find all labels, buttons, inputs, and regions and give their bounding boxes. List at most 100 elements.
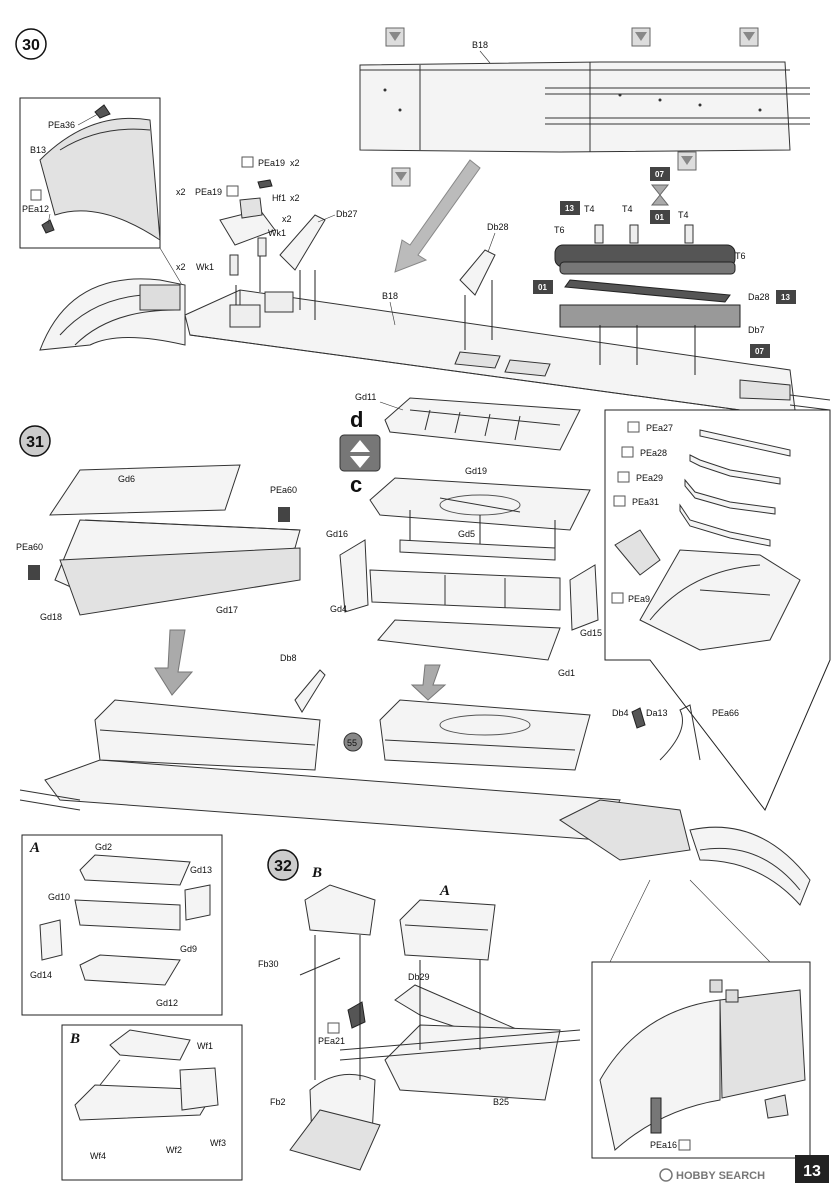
label-x2-d: x2 <box>282 214 292 224</box>
turn-over-icon <box>385 27 759 187</box>
label-pea66: PEa66 <box>712 708 739 718</box>
label-pea60-a: PEa60 <box>270 485 297 495</box>
label-t6-b: T6 <box>735 251 746 261</box>
label-wf3: Wf3 <box>210 1138 226 1148</box>
chassis-frame-b18-top <box>359 61 810 153</box>
step-31: 31 <box>19 425 51 457</box>
label-gd2: Gd2 <box>95 842 112 852</box>
detail-inset-fender-bottom <box>591 879 811 1159</box>
label-pea19-b: PEa19 <box>195 187 222 197</box>
label-db8: Db8 <box>280 653 297 663</box>
label-db7: Db7 <box>748 325 765 335</box>
page-number: 13 <box>803 1163 821 1180</box>
label-x2-a: x2 <box>290 158 300 168</box>
label-db28: Db28 <box>487 222 509 232</box>
label-direction-c: c <box>350 472 362 497</box>
callout-07-b: 07 <box>755 347 764 356</box>
label-wk1-a: Wk1 <box>268 228 286 238</box>
label-t4-c: T4 <box>678 210 689 220</box>
label-x2-b: x2 <box>176 187 186 197</box>
label-pea12: PEa12 <box>22 204 49 214</box>
subassembly-box-b <box>61 1024 243 1181</box>
label-b18-top: B18 <box>472 40 488 50</box>
label-x2-c: x2 <box>290 193 300 203</box>
label-gd1: Gd1 <box>558 668 575 678</box>
label-da13: Da13 <box>646 708 668 718</box>
step-number: 32 <box>274 858 292 875</box>
label-gd9: Gd9 <box>180 944 197 954</box>
label-db27: Db27 <box>336 209 358 219</box>
subassembly-box-a <box>21 834 223 1016</box>
label-wk1-b: Wk1 <box>196 262 214 272</box>
step-ref-55: 55 <box>343 732 363 752</box>
label-pea27: PEa27 <box>646 423 673 433</box>
label-pea9: PEa9 <box>628 594 650 604</box>
label-t6-a: T6 <box>554 225 565 235</box>
label-pea21: PEa21 <box>318 1036 345 1046</box>
watermark: HOBBY SEARCH <box>659 1168 765 1182</box>
label-hf1: Hf1 <box>272 193 286 203</box>
step-number: 30 <box>22 37 40 54</box>
callout-07-a: 07 <box>655 170 664 179</box>
label-gd19: Gd19 <box>465 466 487 476</box>
label-pea60-b: PEa60 <box>16 542 43 552</box>
label-wf2: Wf2 <box>166 1145 182 1155</box>
long-box-gd17 <box>28 464 301 616</box>
step-30: 30 <box>15 28 47 60</box>
label-gd15: Gd15 <box>580 628 602 638</box>
turn-over-icon <box>650 184 670 206</box>
label-direction-d: d <box>350 407 363 432</box>
label-gd17: Gd17 <box>216 605 238 615</box>
label-gd12: Gd12 <box>156 998 178 1008</box>
label-wf1: Wf1 <box>197 1041 213 1051</box>
label-t4-b: T4 <box>622 204 633 214</box>
label-t4-a: T4 <box>584 204 595 214</box>
label-pea36: PEa36 <box>48 120 75 130</box>
chassis-frame-b18 <box>184 289 831 411</box>
section-label-b-top: B <box>311 865 322 881</box>
label-pea28: PEa28 <box>640 448 667 458</box>
section-label-a: A <box>29 840 40 856</box>
label-gd13: Gd13 <box>190 865 212 875</box>
callout-01-b: 01 <box>538 283 547 292</box>
label-wf4: Wf4 <box>90 1151 106 1161</box>
mount-bracket-assembly <box>219 197 316 328</box>
label-gd10: Gd10 <box>48 892 70 902</box>
label-b18-main: B18 <box>382 291 398 301</box>
callout-13-a: 13 <box>565 204 574 213</box>
label-gd16: Gd16 <box>326 529 348 539</box>
label-gd6: Gd6 <box>118 474 135 484</box>
label-pea31: PEa31 <box>632 497 659 507</box>
assembly-arrow-gray <box>394 159 481 273</box>
detail-inset-fender <box>19 97 186 291</box>
watermark-text: HOBBY SEARCH <box>676 1170 765 1182</box>
label-fb2: Fb2 <box>270 1097 286 1107</box>
rear-fender-right <box>631 704 811 906</box>
label-x2-e: x2 <box>176 262 186 272</box>
detail-inset-fender-panels <box>604 409 831 811</box>
toolbox-assembly <box>554 224 741 375</box>
label-gd5: Gd5 <box>458 529 475 539</box>
step-number: 31 <box>26 434 44 451</box>
label-da28: Da28 <box>748 292 770 302</box>
label-db4: Db4 <box>612 708 629 718</box>
assembly-arrow-gray <box>154 629 447 701</box>
section-label-a-top: A <box>439 883 450 899</box>
label-db29: Db29 <box>408 972 430 982</box>
label-b13: B13 <box>30 145 46 155</box>
fender-b13 <box>39 278 186 351</box>
label-gd14: Gd14 <box>30 970 52 980</box>
callout-13-b: 13 <box>781 293 790 302</box>
label-gd4: Gd4 <box>330 604 347 614</box>
label-gd11: Gd11 <box>355 392 376 402</box>
section-label-b: B <box>69 1031 80 1047</box>
label-pea29: PEa29 <box>636 473 663 483</box>
box-body-parts <box>339 539 599 661</box>
callout-01-a: 01 <box>655 213 664 222</box>
step-32-assembly <box>289 884 581 1171</box>
step-ref-number: 55 <box>347 738 357 748</box>
step-32: 32 <box>267 849 299 881</box>
box-lid-gd11 <box>384 397 581 451</box>
page-number-badge: 13 <box>795 1155 829 1183</box>
